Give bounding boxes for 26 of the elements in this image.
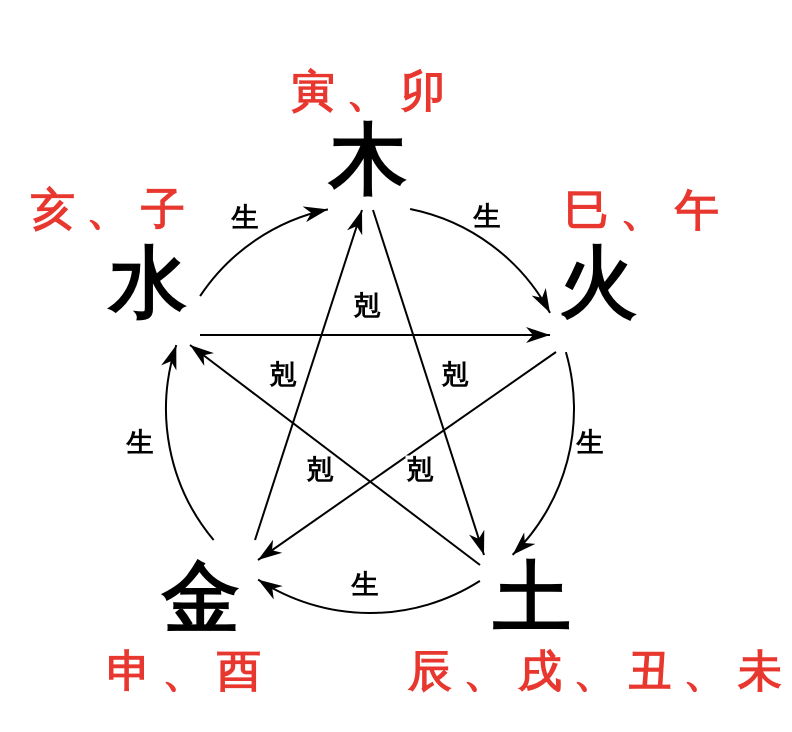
branch-label: 辰、戌、丑、未: [408, 650, 792, 694]
branch-label: 寅、卯: [291, 70, 456, 114]
edge-label: 剋: [440, 360, 470, 390]
element-character: 火: [559, 244, 637, 322]
edge-label: 生: [472, 202, 502, 232]
branch-label: 申、酉: [107, 650, 272, 694]
arrow: [257, 351, 557, 561]
element-character: 金: [162, 559, 240, 637]
curved-arrow: [512, 352, 575, 556]
arrow: [189, 344, 481, 566]
edge-label: 剋: [306, 456, 334, 484]
edge-label: 剋: [406, 456, 434, 484]
branch-label: 巳、午: [565, 189, 730, 233]
curved-arrow: [258, 578, 480, 614]
curved-arrow: [162, 344, 214, 541]
edge-label: 剋: [352, 292, 382, 320]
arrow: [200, 327, 550, 343]
edge-label: 剋: [268, 360, 298, 390]
curved-arrow: [410, 208, 551, 314]
element-character: 土: [493, 559, 571, 637]
element-character: 水: [109, 244, 187, 322]
curved-arrow: [199, 208, 328, 297]
element-character: 木: [329, 121, 407, 199]
branch-label: 亥、子: [31, 188, 196, 232]
arrow: [372, 210, 485, 556]
arrow: [254, 210, 363, 540]
